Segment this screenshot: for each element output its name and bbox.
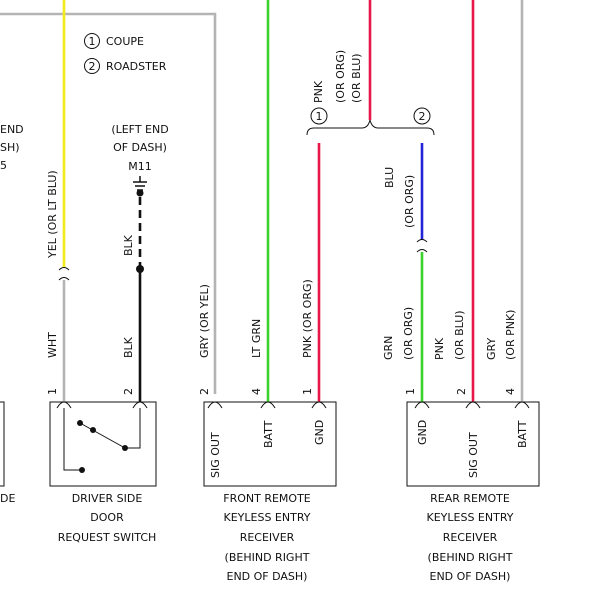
gray-wire-right-label: GRY <box>485 338 498 360</box>
branch-marker-1-label: 1 <box>316 110 323 123</box>
green-wire-label: GRN <box>382 336 395 360</box>
front-receiver-label-2: KEYLESS ENTRY <box>224 511 311 524</box>
switch-label-line3: REQUEST SWITCH <box>58 531 157 544</box>
rear-receiver-label-3: RECEIVER <box>443 531 498 544</box>
legend-roadster-marker <box>84 58 100 74</box>
legend-coupe-label: COUPE <box>106 35 144 48</box>
branch-marker-2-label: 2 <box>419 110 426 123</box>
rear-receiver-box <box>406 401 540 487</box>
front-receiver-box <box>203 401 337 487</box>
left-label-line3: 5 <box>0 159 7 172</box>
pink-wire-top-alt1: (OR ORG) <box>334 50 347 103</box>
left-label-bottom: DE <box>0 492 15 505</box>
door-request-switch-box <box>49 401 157 487</box>
front-receiver-label-3: RECEIVER <box>240 531 295 544</box>
gray-wire-right-alt-label: (OR PNK) <box>504 310 517 360</box>
rear-receiver-label-5: END OF DASH) <box>430 570 511 583</box>
rear-pin-4: 4 <box>504 388 517 395</box>
gray-wire-top <box>0 12 217 394</box>
left-label-line2: SH) <box>0 141 20 154</box>
front-pin-2: 2 <box>198 388 211 395</box>
legend: 1 COUPE 2 ROADSTER <box>84 33 167 74</box>
blue-green-connector <box>416 239 428 253</box>
rear-terminal-batt: BATT <box>516 420 529 448</box>
front-pin-1: 1 <box>301 388 314 395</box>
rear-terminal-sig-out: SIG OUT <box>467 432 480 478</box>
front-receiver-label-1: FRONT REMOTE <box>223 492 311 505</box>
blue-wire-label: BLU <box>383 167 396 188</box>
front-pin-4: 4 <box>250 388 263 395</box>
legend-coupe-number: 1 <box>89 35 96 48</box>
front-receiver-label-4: (BEHIND RIGHT <box>225 551 310 564</box>
pink-wire-front-label: PNK (OR ORG) <box>301 279 314 358</box>
gray-wire-left-label: GRY (OR YEL) <box>198 284 211 358</box>
switch-label-line1: DRIVER SIDE <box>72 492 143 505</box>
yellow-white-connector <box>58 267 70 281</box>
left-component-edge <box>0 401 5 487</box>
branch-marker-2 <box>413 107 431 125</box>
green-wire-alt-label: (OR ORG) <box>402 307 415 360</box>
switch-terminals <box>56 401 148 409</box>
legend-coupe-marker <box>84 33 100 49</box>
yellow-wire-label: YEL (OR LT BLU) <box>46 170 59 259</box>
switch-label-line2: DOOR <box>90 511 124 524</box>
switch-pin-2: 2 <box>122 388 135 395</box>
black-wire-bottom-label: BLK <box>122 336 135 358</box>
rear-terminal-gnd: GND <box>416 420 429 445</box>
front-receiver-terminals <box>207 401 327 409</box>
legend-roadster-number: 2 <box>89 60 96 73</box>
ground-symbol <box>133 176 147 197</box>
switch-symbol <box>63 408 141 473</box>
rear-pin-1: 1 <box>404 388 417 395</box>
rear-receiver-terminals <box>414 401 530 409</box>
ground-id: M11 <box>128 160 152 173</box>
pink-wire-top-label: PNK <box>312 80 325 103</box>
left-label-line1: END <box>0 123 24 136</box>
branch-marker-1 <box>310 107 328 125</box>
pink-wire-rear-label: PNK <box>433 337 446 360</box>
blue-wire-alt-label: (OR ORG) <box>403 175 416 228</box>
rear-pin-2: 2 <box>455 388 468 395</box>
rear-receiver-label-2: KEYLESS ENTRY <box>427 511 514 524</box>
switch-pin-1: 1 <box>46 388 59 395</box>
front-terminal-sig-out: SIG OUT <box>209 432 222 478</box>
rear-receiver-label-4: (BEHIND RIGHT <box>428 551 513 564</box>
branch-brace <box>306 119 435 136</box>
ground-label-line1: (LEFT END <box>111 123 168 136</box>
front-receiver-label-5: END OF DASH) <box>227 570 308 583</box>
ground-label-line2: OF DASH) <box>113 141 167 154</box>
pink-wire-top-alt2: (OR BLU) <box>350 53 363 103</box>
black-wire-top-label: BLK <box>122 234 135 256</box>
white-wire-label: WHT <box>46 332 59 358</box>
light-green-wire-label: LT GRN <box>250 319 263 358</box>
legend-roadster-label: ROADSTER <box>106 60 167 73</box>
front-terminal-gnd: GND <box>313 420 326 445</box>
front-terminal-batt: BATT <box>262 420 275 448</box>
pink-wire-rear-alt-label: (OR BLU) <box>453 310 466 360</box>
rear-receiver-label-1: REAR REMOTE <box>430 492 510 505</box>
